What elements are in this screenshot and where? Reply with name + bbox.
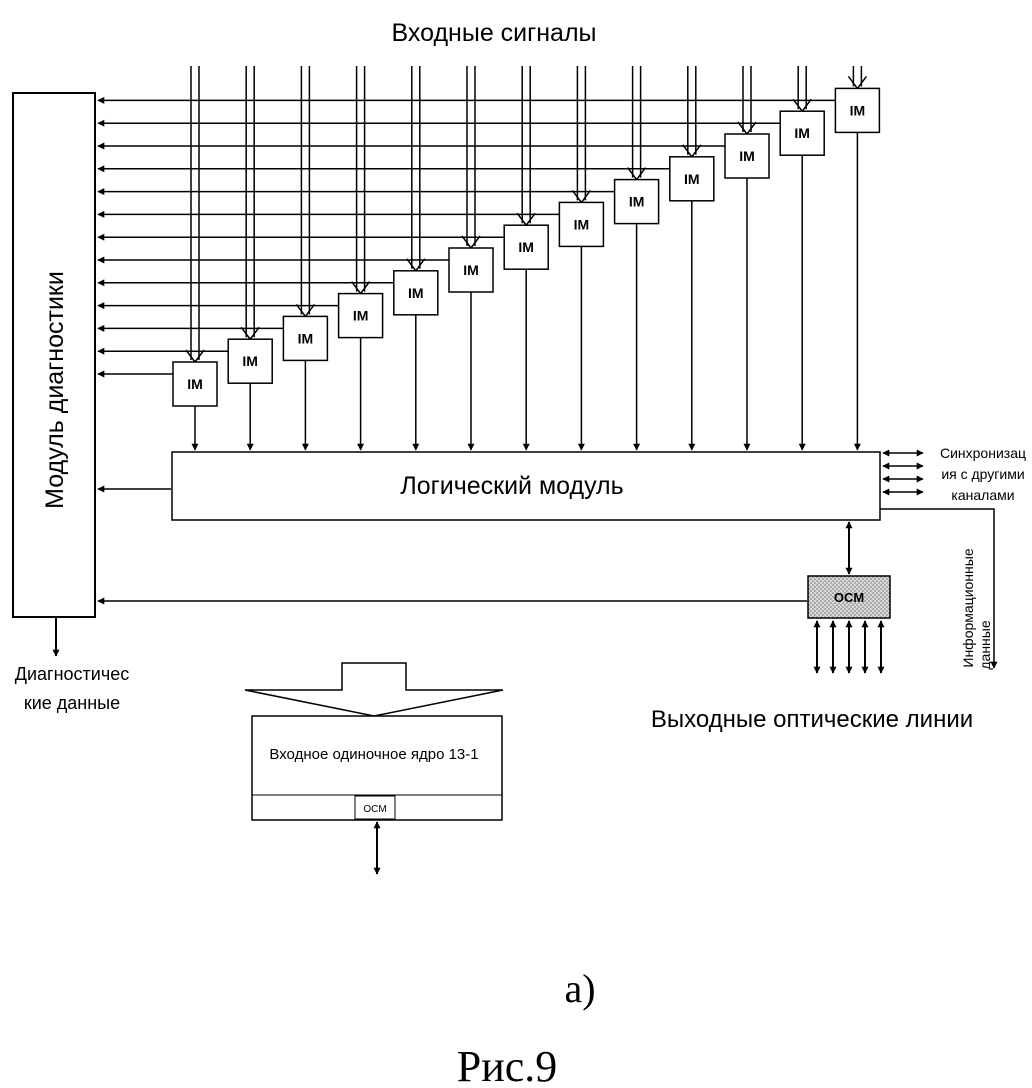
core-input-arrow [244,662,504,717]
core-osm-box [354,795,396,820]
figure-label: Рис.9 [457,1042,558,1088]
info-data-label-line2: данные [977,620,993,669]
im-label: IM [574,216,590,232]
input-signals-title: Входные сигналы [391,19,596,47]
sync-label-line1: Синхронизац [940,445,1026,461]
im-box [337,292,384,339]
im-label: IM [187,376,203,392]
im-label: IM [408,285,424,301]
im-label: IM [463,262,479,278]
im-label: IM [684,171,700,187]
im-box [282,315,329,362]
im-label: IM [518,239,534,255]
logic-module-label: Логический модуль [400,472,623,500]
diagnostic-data-line1: Диагностичес [15,664,129,684]
sync-label-line2: ия с другими [941,466,1024,482]
diagnostics-module-box [12,92,96,618]
im-label: IM [739,148,755,164]
im-box [724,133,770,179]
im-label: IM [242,353,258,369]
logic-module-box [171,451,881,521]
info-data-line [880,508,998,669]
osm-label: OCM [834,590,864,605]
im-box [503,224,549,270]
input-signal-arrowhead [847,75,867,90]
im-box [393,270,439,316]
info-data-label-line1: Информационные [960,548,976,667]
optical-line-arrows [813,620,885,674]
im-label: IM [850,102,866,118]
core-osm-label: OCM [363,804,386,815]
im-box [558,201,605,248]
im-label: IM [794,125,810,141]
im-box [834,87,881,134]
diagnostic-data-line2: кие данные [24,693,120,713]
im-label: IM [629,194,645,210]
subfigure-label: а) [564,966,595,1011]
osm-box [807,575,891,619]
sync-arrows [882,449,924,496]
im-box [613,178,660,225]
output-optical-lines-label: Выходные оптические линии [651,706,973,733]
im-label: IM [298,330,314,346]
diagnostics-module-label: Модуль диагностики [41,271,69,509]
im-box [669,156,715,202]
sync-label-line3: каналами [951,487,1014,503]
im-group: IM IM IM IM IM IM IM IM IM IM IM IM IM [97,66,881,451]
im-label: IM [353,308,369,324]
im-box [779,110,825,156]
core-label: Входное одиночное ядро 13-1 [269,746,478,763]
